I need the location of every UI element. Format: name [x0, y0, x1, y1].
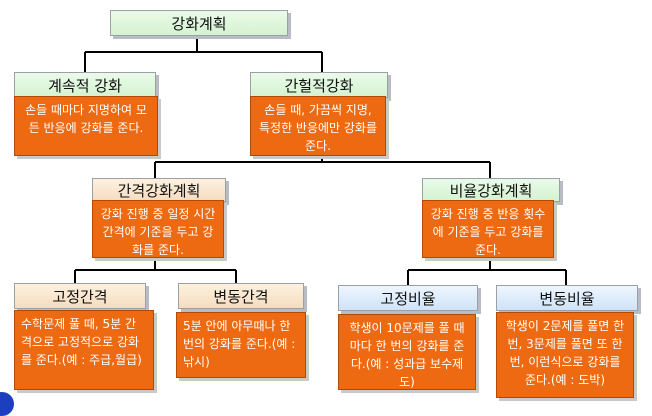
continuous-description-box: 손들 때마다 지명하여 모든 반응에 강화를 준다.: [14, 96, 158, 156]
reinforcement-schedule-diagram: 강화계획 계속적 강화 손들 때마다 지명하여 모든 반응에 강화를 준다. 간…: [0, 10, 638, 416]
variable-interval-title: 변동간격: [213, 287, 269, 306]
continuous-title-box: 계속적 강화: [14, 72, 156, 98]
ratio-description: 강화 진행 중 반응 횟수에 기준을 두고 강화를 준다.: [430, 207, 546, 257]
intermittent-title: 간헐적강화: [284, 76, 354, 95]
interval-title-box: 간격강화계획: [92, 178, 226, 202]
fixed-ratio-title-box: 고정비율: [338, 285, 478, 311]
continuous-title: 계속적 강화: [48, 76, 122, 95]
ratio-title-box: 비율강화계획: [422, 178, 560, 202]
interval-title: 간격강화계획: [117, 181, 201, 200]
intermittent-description-box: 손들 때, 가끔씩 지명, 특정한 반응에만 강화를 준다.: [250, 96, 386, 156]
intermittent-title-box: 간헐적강화: [250, 72, 388, 98]
fixed-interval-title: 고정간격: [52, 287, 108, 306]
variable-ratio-title: 변동비율: [539, 289, 595, 308]
ratio-title: 비율강화계획: [449, 181, 533, 200]
connector-lines: [74, 34, 567, 285]
fixed-ratio-description-box: 학생이 10문제를 풀 때 마다 한 번의 강화를 준다.(예 : 성과급 보수…: [338, 314, 476, 390]
fixed-interval-description: 수학문제 풀 때, 5분 간격으로 고정적으로 강화를 준다.(예 : 주급,월…: [21, 317, 142, 367]
variable-ratio-description: 학생이 2문제를 풀면 한 번, 3문제를 풀면 또 한 번, 이런식으로 강화…: [505, 319, 625, 387]
variable-interval-description-box: 5분 안에 아무때나 한 번의 강화를 준다.(예 : 낚시): [176, 312, 306, 378]
fixed-ratio-title: 고정비율: [380, 289, 436, 308]
fixed-ratio-description: 학생이 10문제를 풀 때 마다 한 번의 강화를 준다.(예 : 성과급 보수…: [349, 321, 465, 389]
intermittent-description: 손들 때, 가끔씩 지명, 특정한 반응에만 강화를 준다.: [258, 103, 378, 153]
fixed-interval-description-box: 수학문제 풀 때, 5분 간격으로 고정적으로 강화를 준다.(예 : 주급,월…: [14, 310, 154, 390]
variable-interval-description: 5분 안에 아무때나 한 번의 강화를 준다.(예 : 낚시): [183, 319, 296, 369]
ratio-description-box: 강화 진행 중 반응 횟수에 기준을 두고 강화를 준다.: [422, 200, 554, 258]
root-title-box: 강화계획: [110, 10, 288, 36]
variable-ratio-description-box: 학생이 2문제를 풀면 한 번, 3문제를 풀면 또 한 번, 이런식으로 강화…: [496, 312, 634, 398]
interval-description: 강화 진행 중 일정 시간간격에 기준을 두고 강화를 준다.: [100, 207, 216, 257]
variable-interval-title-box: 변동간격: [178, 283, 304, 309]
variable-ratio-title-box: 변동비율: [496, 285, 638, 311]
interval-description-box: 강화 진행 중 일정 시간간격에 기준을 두고 강화를 준다.: [92, 200, 224, 258]
root-title: 강화계획: [171, 14, 227, 33]
fixed-interval-title-box: 고정간격: [14, 283, 146, 309]
continuous-description: 손들 때마다 지명하여 모든 반응에 강화를 준다.: [25, 103, 147, 135]
